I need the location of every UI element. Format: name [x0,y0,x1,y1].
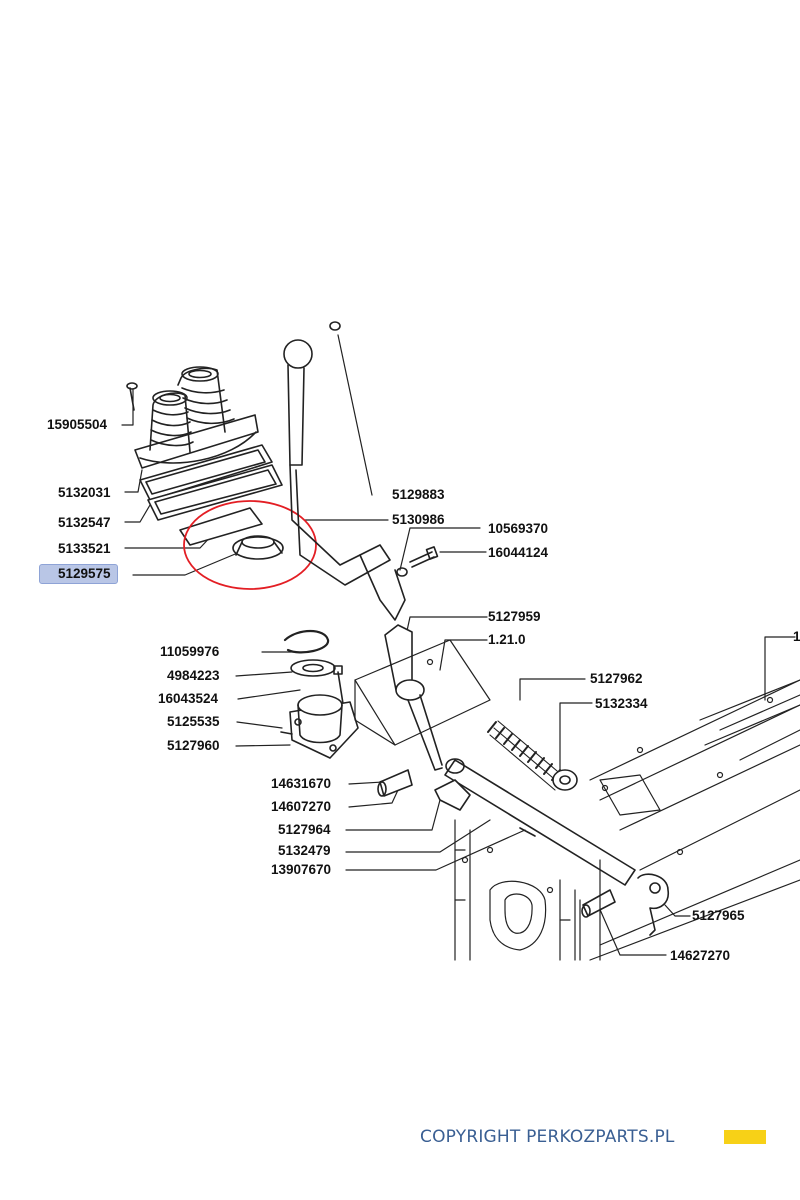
part-label-16044124[interactable]: 16044124 [488,545,549,560]
part-label-edge-1[interactable]: 1 [793,629,800,644]
part-label-5132547[interactable]: 5132547 [58,515,111,530]
rubber-boot [134,366,259,469]
part-label-13907670[interactable]: 13907670 [271,862,332,877]
housing-parts [280,629,359,759]
part-label-5129575[interactable]: 5129575 [39,564,118,584]
part-label-10569370[interactable]: 10569370 [488,521,549,536]
part-label-5125535[interactable]: 5125535 [167,714,220,729]
part-label-14627270[interactable]: 14627270 [670,948,731,963]
part-label-4984223[interactable]: 4984223 [167,668,220,683]
bolt-16044124 [396,546,439,577]
highlight-ring [183,500,317,590]
part-label-5127960[interactable]: 5127960 [167,738,220,753]
brand-color-bar [724,1130,766,1144]
part-label-5127964[interactable]: 5127964 [278,822,331,837]
screw-15905504 [126,382,138,411]
part-label-5132479[interactable]: 5132479 [278,843,331,858]
part-label-5132031[interactable]: 5132031 [58,485,111,500]
rail-5132479 [434,758,670,936]
part-label-5130986[interactable]: 5130986 [392,512,445,527]
part-label-15905504[interactable]: 15905504 [47,417,108,432]
gasket-plates [139,444,283,546]
leader-lines [121,334,796,956]
part-label-5127959[interactable]: 5127959 [488,609,541,624]
part-label-5129883[interactable]: 5129883 [392,487,445,502]
part-label-5133521[interactable]: 5133521 [58,541,111,556]
selector-shaft [384,624,443,771]
gearbox-housing [354,639,800,961]
part-label-14631670[interactable]: 14631670 [271,776,332,791]
part-label-16043524[interactable]: 16043524 [158,691,219,706]
part-label-5127965[interactable]: 5127965 [692,908,745,923]
pins [377,769,413,797]
part-label-1-21-0[interactable]: 1.21.0 [488,632,526,647]
gear-lever [283,321,406,621]
part-label-11059976[interactable]: 11059976 [160,644,220,659]
spring-and-washer [487,720,578,791]
copyright-text: COPYRIGHT PERKOZPARTS.PL [420,1127,675,1147]
part-label-5127962[interactable]: 5127962 [590,671,643,686]
part-label-5132334[interactable]: 5132334 [595,696,648,711]
part-label-14607270[interactable]: 14607270 [271,799,332,814]
seal-5129575 [232,535,284,560]
